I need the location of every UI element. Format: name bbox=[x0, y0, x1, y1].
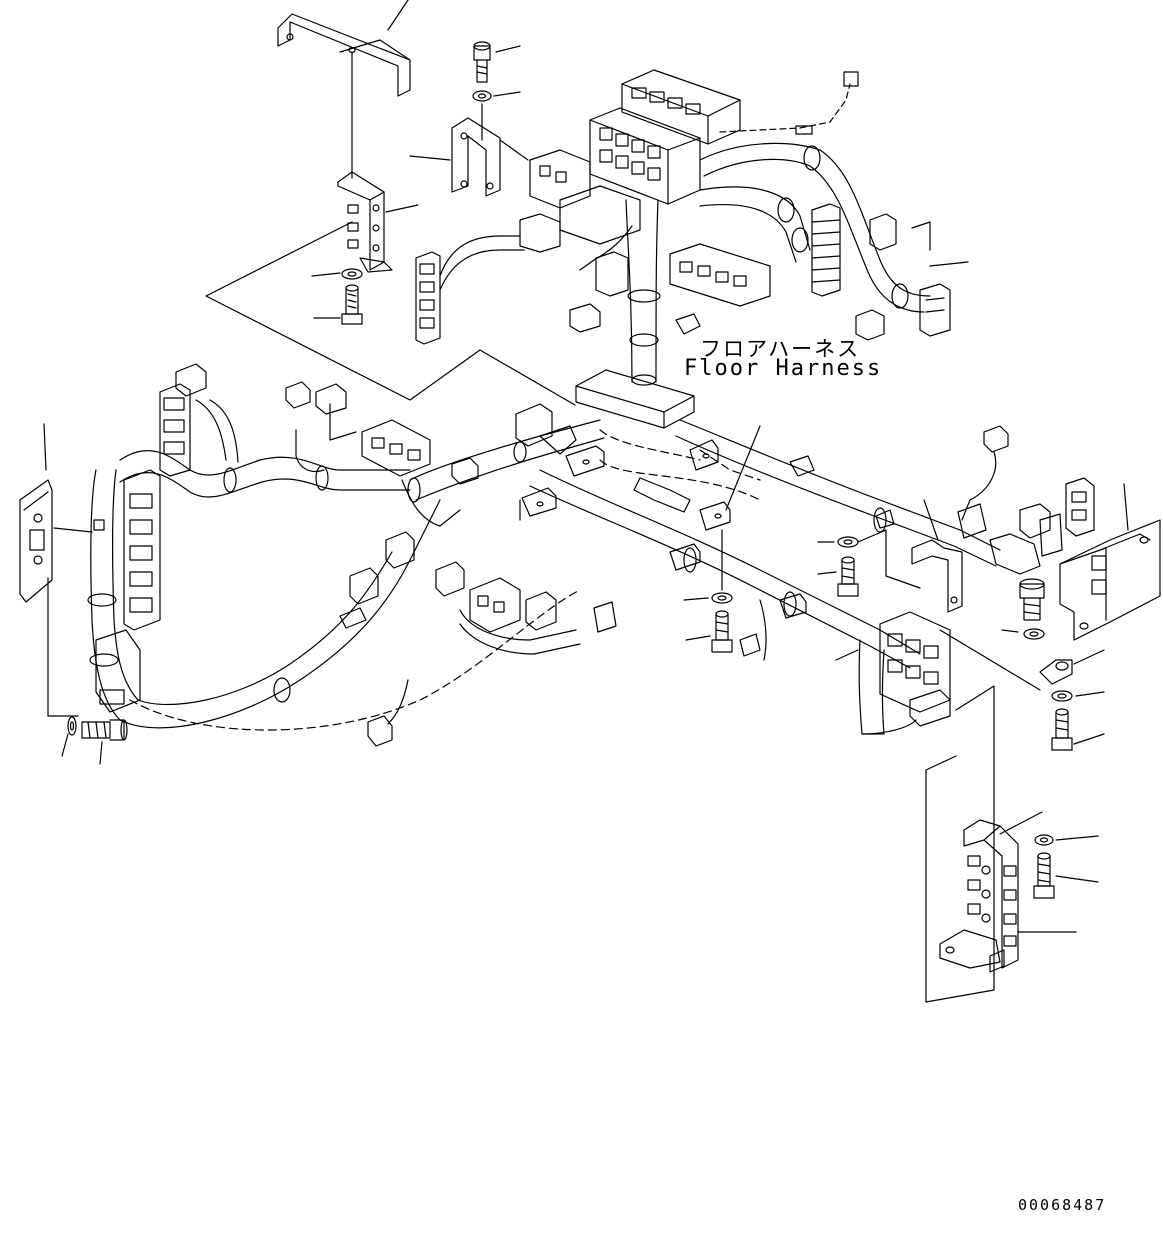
bolt bbox=[1019, 578, 1045, 621]
harness-name-jp: フロアハーネス bbox=[700, 337, 861, 361]
washer bbox=[1051, 690, 1105, 702]
washer bbox=[817, 536, 859, 548]
junction-plate bbox=[575, 369, 695, 429]
leader-frame bbox=[925, 629, 1041, 1003]
bolt bbox=[313, 284, 363, 325]
drawing-code: 00068487 bbox=[1018, 1196, 1107, 1214]
connector-stack-right bbox=[811, 203, 841, 297]
connector-group-upper-left bbox=[159, 363, 479, 527]
ring-terminal bbox=[1039, 649, 1105, 685]
harness-name-en: Floor Harness bbox=[684, 356, 883, 381]
left-clamp-plate bbox=[337, 171, 419, 273]
washer bbox=[61, 716, 77, 757]
main-harness-body bbox=[87, 419, 1001, 731]
connector-group-lower-left bbox=[93, 469, 161, 713]
washer bbox=[683, 592, 733, 604]
lower-right-clamp-detail bbox=[939, 811, 1077, 973]
bolt bbox=[473, 41, 521, 83]
harness-clamps bbox=[521, 439, 895, 619]
washer bbox=[311, 268, 363, 280]
l-bracket bbox=[911, 499, 963, 613]
relay-block bbox=[529, 69, 741, 245]
connector-group-center bbox=[339, 499, 617, 747]
bolt bbox=[685, 610, 733, 653]
leader-frame bbox=[857, 529, 921, 589]
connector-group-right bbox=[515, 403, 1095, 735]
leader-line bbox=[725, 425, 761, 511]
leader-frame bbox=[205, 221, 576, 406]
bolt bbox=[817, 556, 859, 597]
left-mounting-plate bbox=[19, 423, 93, 603]
washer bbox=[1001, 628, 1045, 640]
bolt bbox=[81, 719, 128, 765]
washer bbox=[1034, 834, 1099, 846]
washer bbox=[472, 90, 521, 102]
bolt bbox=[1033, 852, 1099, 899]
main-harness-trunk bbox=[569, 199, 771, 386]
connector bbox=[855, 213, 969, 341]
connector-stack-left bbox=[415, 213, 561, 345]
wire-harness-top bbox=[699, 71, 931, 313]
small-bracket bbox=[409, 117, 529, 197]
top-left-mounting-bracket bbox=[277, 0, 411, 97]
right-mounting-plate bbox=[1059, 483, 1161, 641]
bolt bbox=[1051, 708, 1105, 751]
